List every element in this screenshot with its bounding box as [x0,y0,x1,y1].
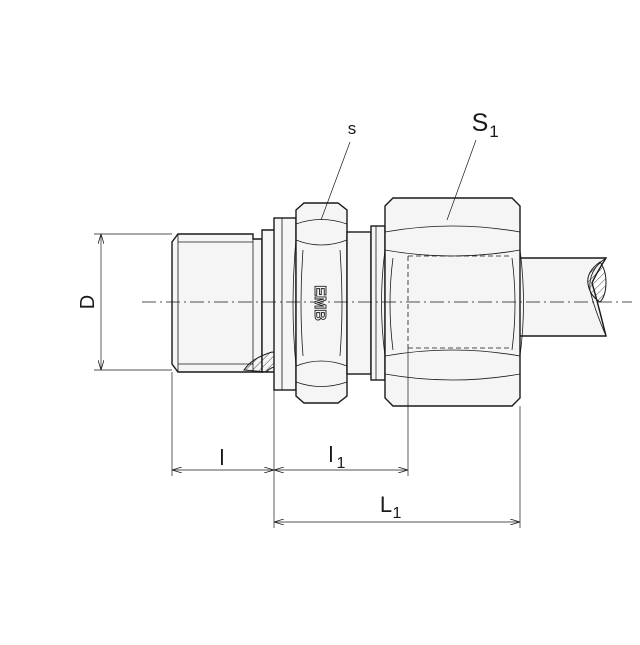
label-S1: S [472,109,489,137]
emb-logo: EMB [311,285,329,321]
dimension-l1: l 1 [274,442,408,472]
leader-s: s [320,119,357,221]
label-l: l [220,445,225,470]
dimension-D: D [77,233,172,371]
label-l1-subscript: 1 [337,455,346,472]
dimension-L1: L 1 [274,492,520,522]
thread-stud [171,233,263,373]
logo-text: EMB [311,285,328,321]
label-S1-subscript: 1 [489,122,498,141]
label-D: D [77,295,99,309]
label-L1: L [380,492,392,517]
label-s: s [348,119,357,138]
label-L1-subscript: 1 [393,505,402,522]
neck [346,225,386,381]
dimension-l: l [172,445,274,470]
tube [516,257,608,337]
label-l1: l [329,442,334,467]
hidden-tube-outline [407,255,512,349]
leader-S1: S 1 [446,109,499,221]
